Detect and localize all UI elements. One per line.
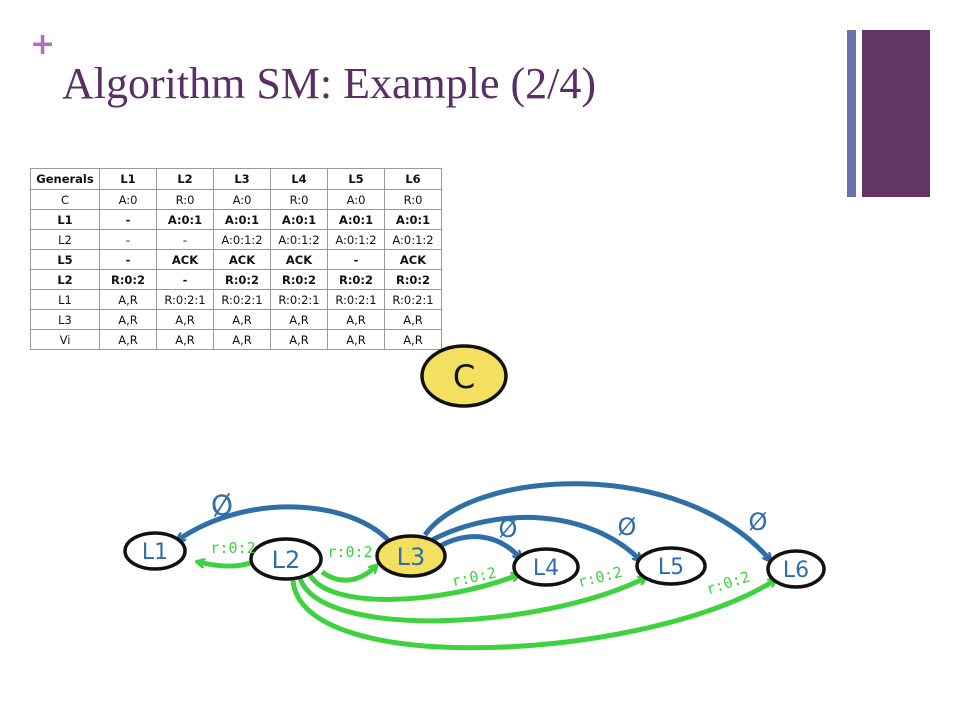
- table-cell: R:0:2:1: [384, 289, 442, 310]
- table-cell: A,R: [156, 309, 214, 330]
- node-l4-label: L4: [533, 556, 559, 581]
- node-c: C: [420, 344, 508, 408]
- table-cell: R:0: [384, 189, 442, 210]
- table-row-header-cell: L2: [30, 229, 100, 250]
- node-l3: L3: [375, 534, 447, 578]
- edge-label-l3-l1: Ø: [209, 488, 235, 524]
- table-cell: R:0:2:1: [327, 289, 385, 310]
- edge-green-l2-l1: [198, 562, 251, 566]
- edge-label-l3-l6: Ø: [749, 508, 768, 536]
- edge-label-l2-l5: r:0:2: [576, 563, 624, 591]
- edge-label-l2-l1: r:0:2: [210, 539, 255, 557]
- table-row-header-cell: L1: [30, 209, 100, 230]
- edge-green-l2-l4: [307, 575, 518, 602]
- node-l5: L5: [635, 546, 707, 586]
- node-l1: L1: [123, 531, 187, 571]
- edge-blue-l3-l6: [422, 481, 770, 560]
- accent-bar-thick: [862, 30, 930, 197]
- edge-label-l3-l4: Ø: [499, 515, 518, 543]
- node-c-label: C: [453, 358, 475, 396]
- table-cell: A:0:1: [270, 209, 328, 230]
- accent-bar-thin: [847, 30, 856, 197]
- table-cell: A,R: [327, 329, 385, 350]
- edge-green-l2-l6: [290, 580, 775, 651]
- table-cell: A:0:1:2: [213, 229, 271, 250]
- table-cell: A:0:1: [384, 209, 442, 230]
- table-cell: A,R: [270, 329, 328, 350]
- node-l3-label: L3: [397, 543, 426, 571]
- table-cell: R:0:2:1: [213, 289, 271, 310]
- node-l2: L2: [249, 537, 323, 581]
- table-cell: A:0:1:2: [327, 229, 385, 250]
- node-l6: L6: [766, 549, 826, 589]
- edge-blue-l3-l4: [438, 534, 520, 558]
- node-l5-label: L5: [658, 555, 684, 580]
- table-row-header-cell: L5: [30, 249, 100, 270]
- table-cell: A,R: [213, 329, 271, 350]
- table-cell: A,R: [384, 329, 442, 350]
- table-header-l6: L6: [384, 168, 442, 190]
- edge-blue-l3-l1: [178, 504, 398, 550]
- edge-blue-l3-l5: [430, 514, 640, 560]
- slide-title: Algorithm SM: Example (2/4): [62, 59, 597, 108]
- edge-label-l3-l5: Ø: [618, 513, 637, 541]
- table-cell: R:0:2: [270, 269, 328, 290]
- node-l4: L4: [512, 547, 580, 587]
- edge-green-l2-l5: [297, 578, 645, 624]
- table-cell: A,R: [327, 309, 385, 330]
- edge-green-l2-l3: [320, 566, 376, 583]
- node-l2-label: L2: [272, 546, 301, 574]
- table-cell: A,R: [384, 309, 442, 330]
- node-l1-label: L1: [142, 540, 168, 565]
- slide-bullet-plus: +: [30, 27, 56, 62]
- table-header-l2: L2: [156, 168, 214, 190]
- edge-label-l2-l3: r:0:2: [327, 543, 372, 561]
- node-l6-label: L6: [783, 558, 809, 583]
